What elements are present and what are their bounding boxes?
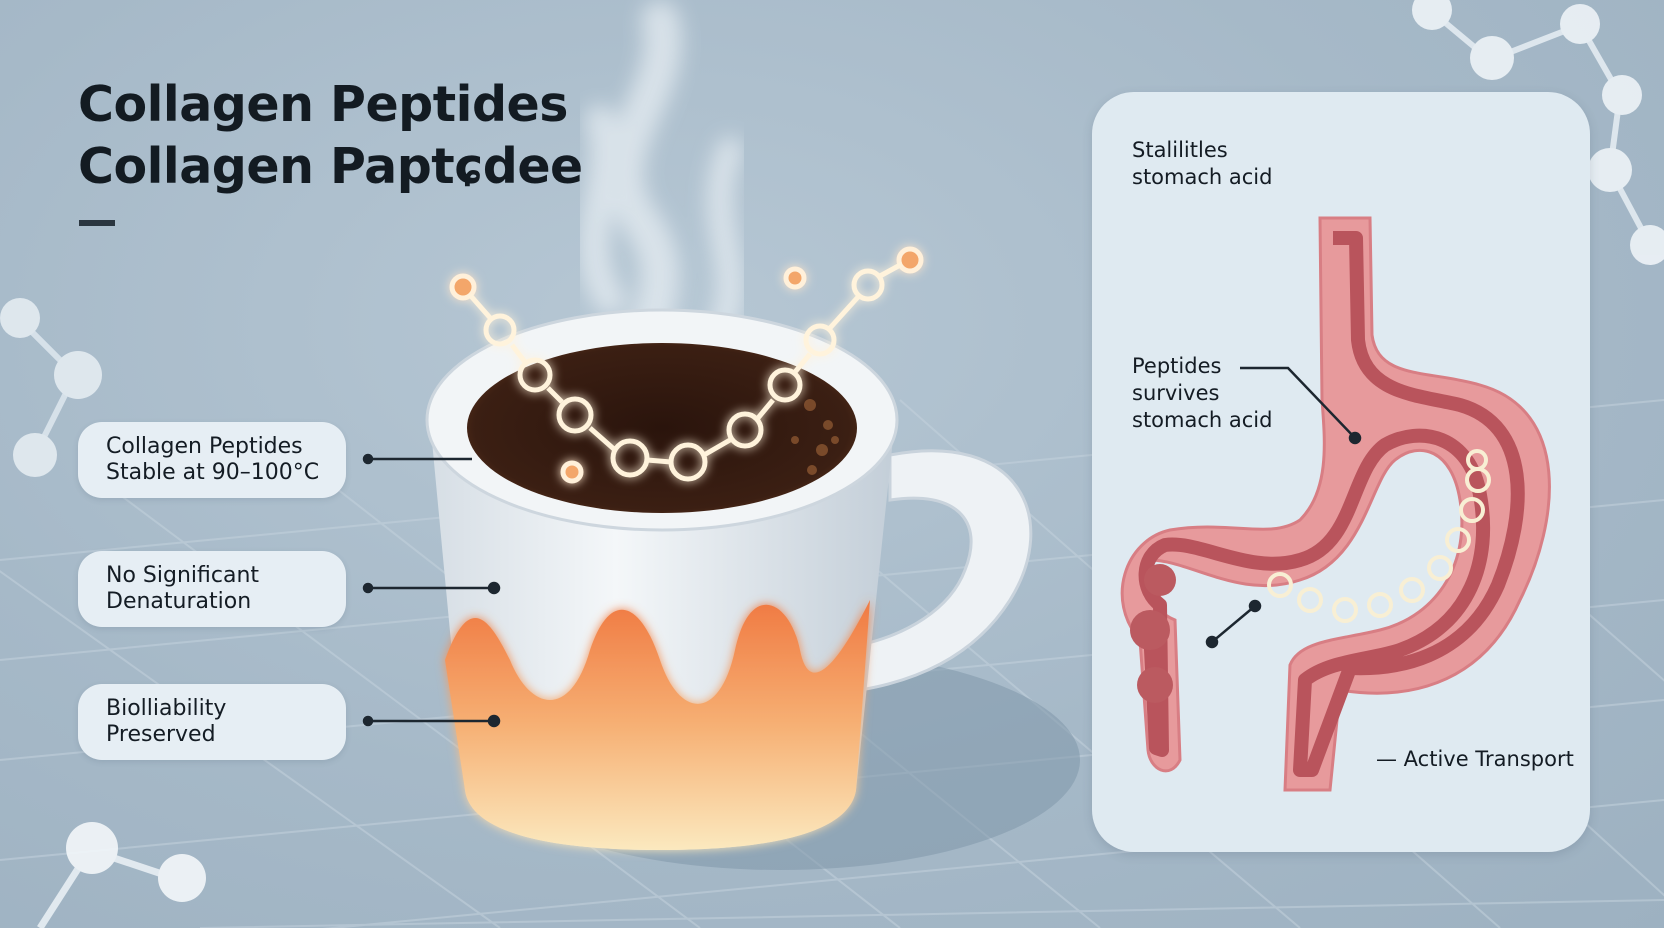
molecule-icon [1412,0,1664,265]
page-title: Collagen Peptides Collagen Paptɕdee [78,74,583,198]
molecule-icon [0,298,102,477]
callout-line: Preserved [106,722,216,747]
callout-line: Biolliability [106,696,227,721]
label-line: stomach acid [1132,165,1273,189]
callout-line: Collagen Peptides [106,434,303,459]
callout-leaders [362,453,501,728]
callout-line: No Significant [106,563,260,588]
callout-line: Denaturation [106,589,252,614]
cup-handle [858,449,1033,692]
label-line: Stalilitles [1132,138,1228,162]
flame-pattern [445,600,870,850]
panel-label-top: Stalilitles stomach acid [1132,137,1272,191]
panel-leaders [1205,366,1362,649]
peptide-chain-icon [449,246,924,484]
peptide-chain-icon [1267,449,1491,623]
coffee-crema [791,399,839,475]
panel-label-bottom: — Active Transport [1376,747,1574,771]
callout-line: Stable at 90–100°C [106,460,320,485]
molecule-icon [37,822,206,928]
label-line: stomach acid [1132,408,1273,432]
callout-bioavailability: Biolliability Preserved [78,684,346,760]
title-line-2: Collagen Paptɕdee [78,138,583,195]
stomach-illustration [1120,216,1551,792]
callout-heat-stability: Collagen Peptides Stable at 90–100°C [78,422,346,498]
label-line: survives [1132,381,1220,405]
title-line-1: Collagen Peptides [78,76,568,133]
panel-label-middle: Peptides survives stomach acid [1132,353,1272,434]
callout-denaturation: No Significant Denaturation [78,551,346,627]
title-divider [79,220,115,226]
label-line: Peptides [1132,354,1222,378]
